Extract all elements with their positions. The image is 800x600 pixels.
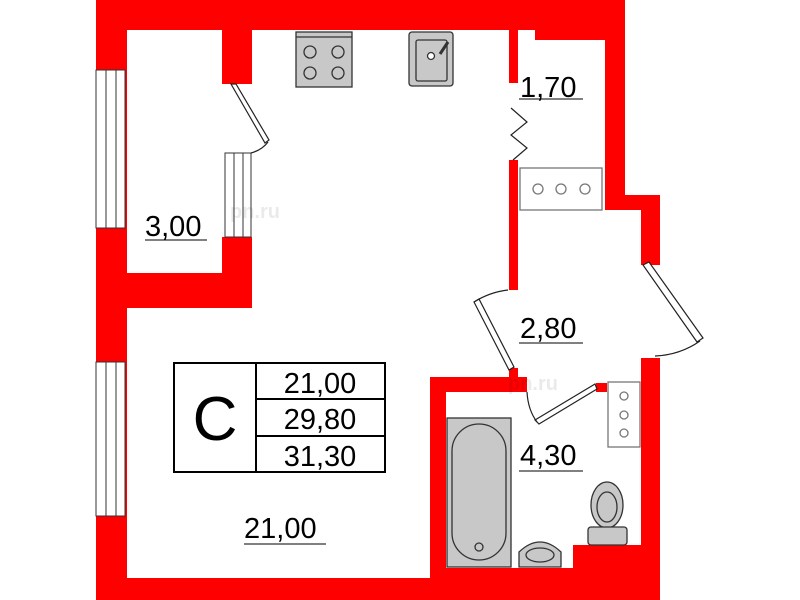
windows [95, 69, 252, 517]
apartment-type: С [193, 385, 238, 454]
fixtures [295, 31, 641, 568]
area-hallway: 2,80 [520, 313, 576, 345]
living-area: 21,00 [284, 368, 357, 400]
door-entrance [642, 261, 704, 357]
partition-zigzag [510, 107, 528, 161]
summary-box: С 21,00 29,80 31,30 [173, 362, 386, 473]
window-room [95, 361, 126, 517]
area-studio: 21,00 [244, 513, 317, 545]
washbasin-icon [518, 541, 562, 568]
watermark: pn.ru [230, 201, 280, 223]
room-labels: 3,00 1,70 2,80 4,30 21,00 [145, 72, 583, 545]
area-bathroom: 4,30 [520, 440, 576, 472]
total-area-with-loggia: 31,30 [284, 441, 357, 473]
window-loggia [95, 69, 126, 229]
door-hallway-left [473, 289, 515, 371]
window-loggia-inner [224, 152, 252, 238]
watermark: pn.ru [508, 373, 558, 395]
total-area: 29,80 [284, 404, 357, 436]
radiator-icon [519, 167, 603, 211]
doors [229, 83, 704, 425]
bathtub-icon [446, 417, 512, 568]
stove-icon [295, 31, 353, 88]
area-loggia: 3,00 [145, 211, 201, 243]
bathroom-radiator-icon [607, 381, 641, 448]
door-loggia [229, 83, 270, 154]
toilet-icon [587, 481, 628, 546]
door-bathroom [526, 383, 598, 425]
kitchen-sink-icon [408, 31, 454, 87]
